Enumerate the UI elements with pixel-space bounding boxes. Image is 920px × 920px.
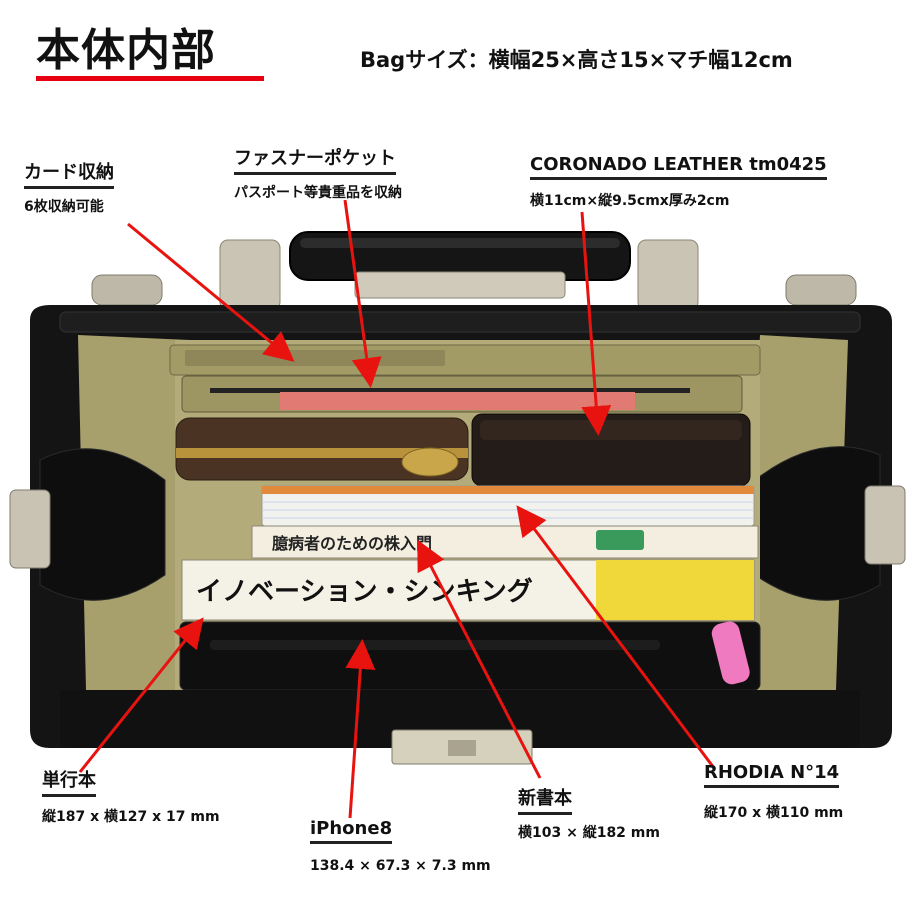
shinsho-sub: 横103 × 縦182 mm [518,825,660,841]
wallet-label: CORONADO LEATHER tm0425 [530,154,827,180]
shinsho-label: 新書本 [518,784,572,815]
zip-pocket-label: ファスナーポケット [234,144,396,175]
front-pocket [179,621,761,691]
hardcover-label: 単行本 [42,766,96,797]
hardcover-sub: 縦187 x 横127 x 17 mm [42,809,220,825]
zip-pocket-sub: パスポート等貴重品を収納 [234,185,402,201]
book2-spine-text: 臆病者のための株入門 [272,534,432,553]
rhodia-sub: 縦170 x 横110 mm [704,805,844,821]
book1-spine-text: イノベーション・シンキング [196,577,533,607]
page-title: 本体内部 [36,25,216,76]
card-storage-sub: 6枚収納可能 [24,199,104,215]
card-storage-label: カード収納 [24,158,114,189]
bag-size-text: Bagサイズ：横幅25×高さ15×マチ幅12cm [360,48,793,72]
title-underline [36,76,264,81]
iphone-sub: 138.4 × 67.3 × 7.3 mm [310,858,491,874]
rhodia-label: RHODIA N°14 [704,762,840,788]
wallet-sub: 横11cm×縦9.5cmx厚み2cm [530,193,730,209]
iphone-label: iPhone8 [310,818,393,844]
